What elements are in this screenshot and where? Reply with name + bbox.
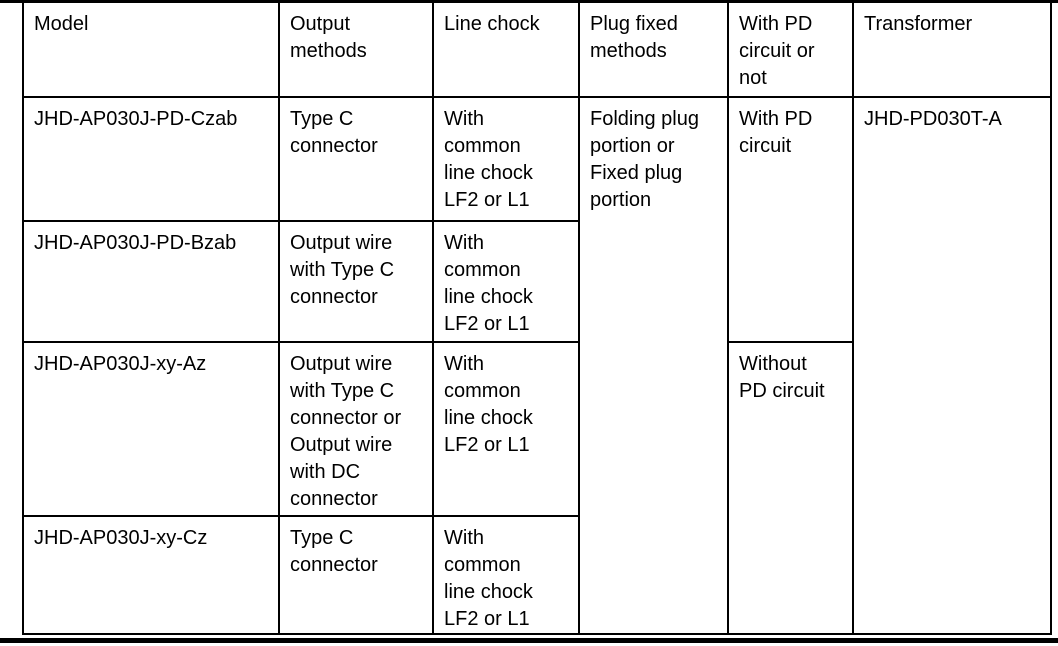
cell-output-4: Type C connector <box>278 515 434 635</box>
header-model: Model <box>22 1 280 98</box>
cell-model-4: JHD-AP030J-xy-Cz <box>22 515 280 635</box>
cell-transformer-merged: JHD-PD030T-A <box>852 96 1052 635</box>
table-header-row: Model Output methods Line chock Plug fix… <box>22 1 1052 98</box>
header-output-methods: Output methods <box>278 1 434 98</box>
cell-output-1: Type C connector <box>278 96 434 222</box>
cell-with-pd-merged: With PD circuit <box>727 96 854 343</box>
table-row: JHD-AP030J-xy-Az Output wire with Type C… <box>22 341 1051 635</box>
header-line-chock: Line chock <box>432 1 580 98</box>
cell-model-1: JHD-AP030J-PD-Czab <box>22 96 280 222</box>
table-row: JHD-AP030J-xy-Cz Type C connector With c… <box>22 515 1051 635</box>
cell-without-pd-merged: Without PD circuit <box>727 341 854 635</box>
header-pd-circuit: With PD circuit or not <box>727 1 854 98</box>
cell-model-3: JHD-AP030J-xy-Az <box>22 341 280 517</box>
cell-plug-fixed-merged: Folding plug portion or Fixed plug porti… <box>578 96 729 635</box>
header-plug-fixed-methods: Plug fixed methods <box>578 1 729 98</box>
cell-chock-1: With common line chock LF2 or L1 <box>432 96 580 222</box>
bottom-horizontal-rule <box>0 638 1058 643</box>
table-row: JHD-AP030J-PD-Bzab Output wire with Type… <box>22 220 1051 343</box>
cell-output-2: Output wire with Type C connector <box>278 220 434 343</box>
cell-chock-3: With common line chock LF2 or L1 <box>432 341 580 517</box>
cell-chock-4: With common line chock LF2 or L1 <box>432 515 580 635</box>
cell-output-3: Output wire with Type C connector or Out… <box>278 341 434 517</box>
product-spec-table: Model Output methods Line chock Plug fix… <box>22 1 1052 635</box>
cell-chock-2: With common line chock LF2 or L1 <box>432 220 580 343</box>
cell-model-2: JHD-AP030J-PD-Bzab <box>22 220 280 343</box>
header-transformer: Transformer <box>852 1 1052 98</box>
table-row: JHD-AP030J-PD-Czab Type C connector With… <box>22 96 1052 635</box>
